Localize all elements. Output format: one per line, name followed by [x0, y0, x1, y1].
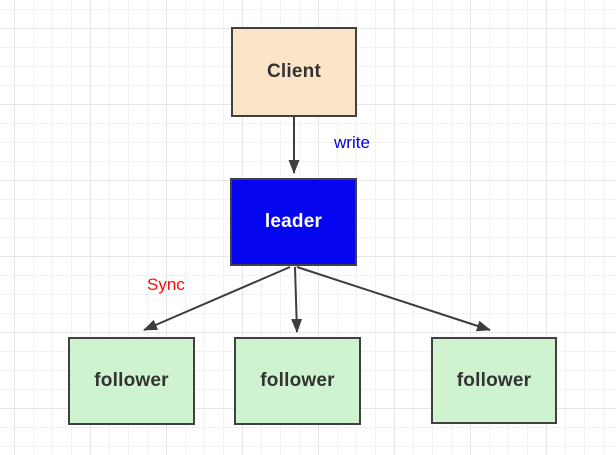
edge-leader-to-follower-2[interactable]	[291, 266, 303, 333]
node-follower-1[interactable]: follower	[68, 337, 195, 425]
node-leader[interactable]: leader	[230, 178, 357, 266]
node-follower-2[interactable]: follower	[234, 337, 361, 425]
node-client[interactable]: Client	[231, 27, 357, 117]
edge-label-sync[interactable]: Sync	[147, 275, 185, 294]
edge-leader-to-follower-3[interactable]	[296, 266, 491, 332]
edge-label-write[interactable]: write	[334, 133, 370, 152]
node-leader-label: leader	[264, 211, 323, 232]
node-follower-3-label: follower	[456, 369, 532, 391]
node-follower-1-label: follower	[94, 370, 169, 391]
node-follower-3[interactable]: follower	[431, 337, 557, 424]
node-client-label: Client	[267, 61, 321, 82]
node-follower-2-label: follower	[260, 370, 335, 391]
